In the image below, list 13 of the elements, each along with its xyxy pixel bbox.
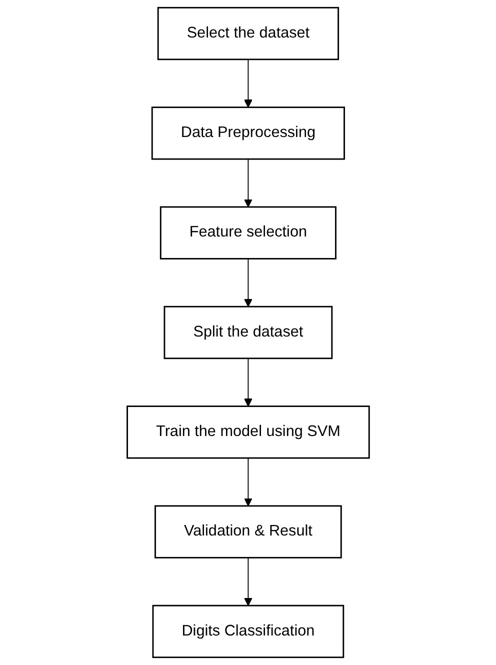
node-box: Feature selection bbox=[160, 206, 336, 260]
arrow bbox=[244, 358, 252, 407]
node-box: Train the model using SVM bbox=[126, 406, 370, 459]
node-box: Split the dataset bbox=[164, 306, 332, 360]
arrow bbox=[244, 557, 252, 606]
node-box: Select the dataset bbox=[157, 6, 339, 60]
arrow bbox=[244, 58, 252, 108]
arrow bbox=[244, 458, 252, 506]
node-box: Validation & Result bbox=[154, 505, 342, 558]
arrow bbox=[244, 258, 252, 307]
node-box: Digits Classification bbox=[152, 604, 344, 658]
arrow bbox=[244, 158, 252, 208]
node-box: Data Preprocessing bbox=[151, 106, 345, 160]
